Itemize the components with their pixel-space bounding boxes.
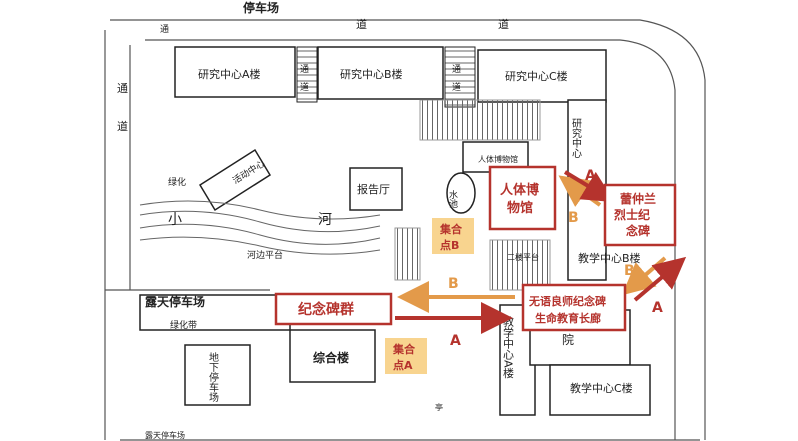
open-parking-label: 露天停车场: [145, 294, 205, 309]
route-letters: A B B A B A: [448, 168, 663, 349]
svg-text:集合: 集合: [439, 222, 463, 236]
svg-text:B: B: [448, 276, 459, 292]
highlight-monument-group[interactable]: 纪念碑群: [274, 292, 393, 326]
parking-top-label: 停车场: [243, 0, 279, 15]
svg-text:绿化: 绿化: [168, 176, 186, 188]
route-arrows: [395, 170, 687, 334]
river-label-2: 河: [318, 212, 332, 228]
teaching-a-label: 教学中心A楼: [502, 316, 515, 380]
svg-text:生命教育长廊: 生命教育长廊: [535, 311, 601, 325]
teaching-c-label: 教学中心C楼: [570, 381, 633, 395]
research-c-label: 研究中心C楼: [505, 69, 568, 83]
highlight-martyr-monument[interactable]: 蕾仲兰 烈士纪 念碑: [603, 183, 677, 247]
second-platform-label: 二楼平台: [507, 252, 539, 262]
svg-text:道: 道: [117, 119, 128, 133]
research-b-label: 研究中心B楼: [340, 67, 403, 81]
svg-text:道: 道: [300, 81, 309, 93]
svg-text:A: A: [450, 333, 461, 349]
svg-text:道: 道: [498, 17, 509, 31]
research-vertical-label: 研究中心: [570, 118, 582, 158]
yard-label: 院: [562, 333, 574, 347]
assembly-point-a[interactable]: 集合 点A: [385, 338, 427, 374]
svg-text:亭: 亭: [435, 402, 443, 412]
outdoor-bottom-label: 露天停车场: [145, 430, 185, 440]
svg-text:无语良师纪念碑: 无语良师纪念碑: [528, 294, 606, 308]
svg-text:道: 道: [452, 81, 461, 93]
svg-text:集合: 集合: [392, 342, 416, 356]
svg-text:通: 通: [300, 64, 309, 75]
highlight-corridor[interactable]: 无语良师纪念碑 生命教育长廊: [521, 283, 627, 332]
svg-text:点A: 点A: [393, 358, 413, 372]
underground-parking-label: 地下停车场: [207, 351, 219, 403]
gap-hatches: [296, 46, 551, 291]
svg-text:物馆: 物馆: [507, 200, 533, 216]
svg-text:人体博: 人体博: [500, 182, 539, 198]
complex-label: 综合楼: [313, 350, 349, 365]
svg-text:点B: 点B: [440, 238, 459, 252]
research-buildings: [174, 46, 607, 281]
svg-text:A: A: [652, 300, 663, 316]
assembly-point-b[interactable]: 集合 点B: [432, 218, 474, 254]
svg-text:通: 通: [452, 64, 461, 75]
svg-text:B: B: [568, 210, 579, 226]
teaching-b-label: 教学中心B楼: [578, 251, 641, 265]
svg-text:A: A: [585, 168, 596, 184]
research-a-label: 研究中心A楼: [198, 67, 261, 81]
svg-text:纪念碑群: 纪念碑群: [298, 301, 354, 318]
highlight-museum[interactable]: 人体博 物馆: [488, 165, 557, 231]
svg-text:烈士纪: 烈士纪: [614, 207, 650, 222]
river-waves: [139, 200, 381, 255]
svg-text:蕾仲兰: 蕾仲兰: [620, 191, 656, 206]
museum-small-label: 人体博物馆: [478, 154, 518, 164]
svg-text:通: 通: [117, 82, 128, 95]
svg-text:B: B: [624, 263, 635, 279]
riverside-label: 河边平台: [247, 249, 283, 261]
route-a-arrow-diag-low: [633, 256, 687, 302]
lecture-hall-label: 报告厅: [357, 182, 390, 196]
svg-text:念碑: 念碑: [626, 223, 650, 238]
svg-text:通: 通: [160, 24, 169, 35]
pond-label: 水池: [447, 189, 458, 208]
river-label-1: 小: [168, 212, 182, 228]
route-a-arrow-diag-down: [563, 170, 615, 203]
greenbelt-label: 绿化带: [170, 319, 197, 331]
map-labels: 停车场 道 道 通 道 研究中心A楼 研究中心B楼 研究中心C楼 通 道 通 道…: [117, 0, 641, 440]
activity-center: 活动中心: [198, 148, 272, 212]
svg-text:道: 道: [356, 17, 367, 31]
pond: [446, 172, 476, 214]
road-outlines: [104, 19, 706, 441]
